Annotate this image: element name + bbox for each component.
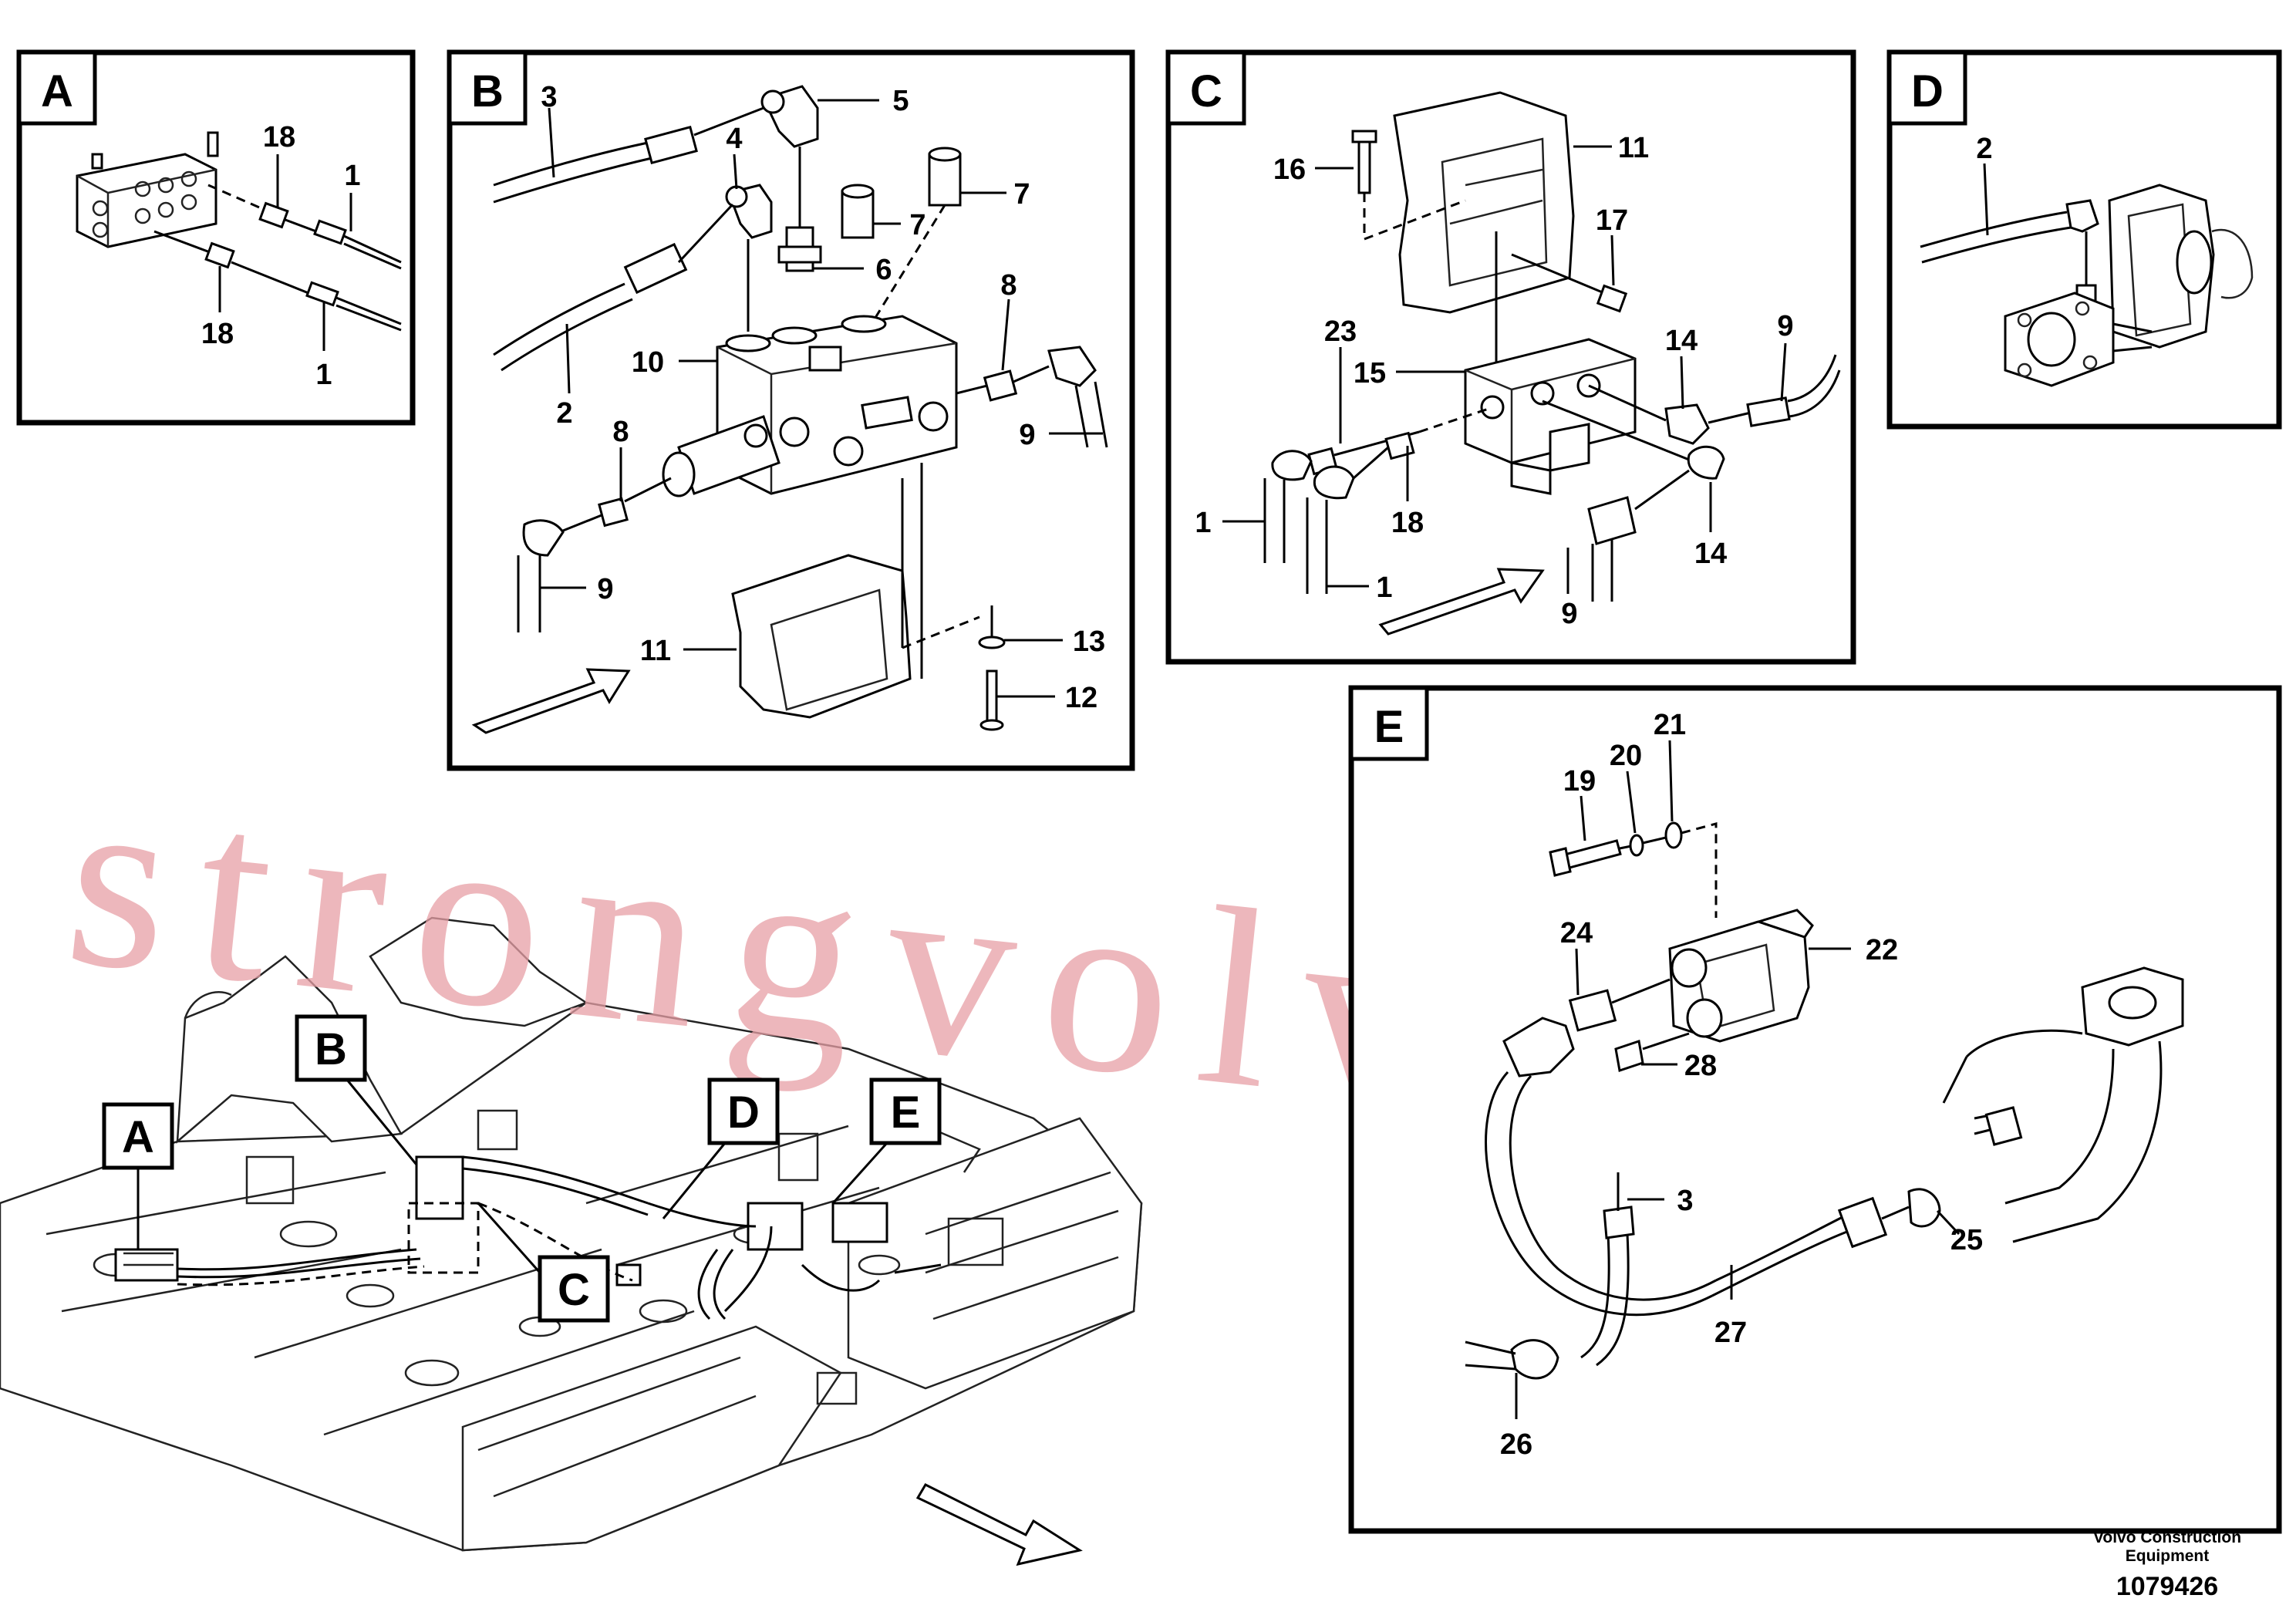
label-e-24: 24: [1560, 917, 1593, 949]
label-e-28: 28: [1684, 1050, 1717, 1082]
label-b-13: 13: [1073, 626, 1105, 658]
label-c-14-top: 14: [1665, 325, 1698, 357]
label-a-1-top: 1: [344, 160, 360, 192]
label-e-19: 19: [1563, 765, 1596, 798]
label-b-10: 10: [632, 346, 664, 379]
label-c-1-left: 1: [1195, 507, 1211, 539]
panel-c: C: [1165, 49, 1856, 665]
label-b-4: 4: [726, 123, 742, 155]
label-a-1-bottom: 1: [315, 359, 332, 391]
overview-tag-c[interactable]: C: [477, 1202, 610, 1323]
label-b-11: 11: [640, 635, 671, 667]
label-b-7-right: 7: [1013, 178, 1030, 211]
overview-tag-d[interactable]: D: [662, 1077, 780, 1219]
panel-e: E: [1348, 685, 2282, 1534]
label-d-2: 2: [1976, 133, 1992, 165]
label-c-15: 15: [1354, 357, 1386, 389]
label-c-18: 18: [1391, 507, 1424, 539]
panel-c-tag: C: [1190, 66, 1222, 116]
panel-d: D 2: [1886, 49, 2282, 430]
drawing-number: 1079426: [2116, 1572, 2218, 1601]
panel-a-tag: A: [41, 66, 73, 116]
overview-tag-b[interactable]: B: [295, 1014, 418, 1165]
panel-d-tag: D: [1911, 66, 1944, 116]
label-b-5: 5: [892, 85, 909, 117]
label-b-2: 2: [556, 397, 572, 430]
label-b-7-mid: 7: [909, 209, 925, 241]
label-c-14-bottom: 14: [1694, 538, 1727, 570]
label-e-27: 27: [1714, 1317, 1747, 1349]
label-b-12: 12: [1065, 682, 1097, 714]
label-b-9-left: 9: [597, 573, 613, 605]
panel-a: A 18 1 18 1: [16, 49, 416, 426]
svg-text:C: C: [558, 1265, 590, 1315]
svg-text:A: A: [122, 1112, 154, 1162]
label-e-22: 22: [1866, 934, 1898, 966]
label-b-8-right: 8: [1000, 269, 1017, 302]
label-e-26: 26: [1500, 1428, 1532, 1461]
footer-company-line1: Volvo Construction: [2093, 1529, 2241, 1546]
label-e-21: 21: [1654, 709, 1686, 741]
svg-text:B: B: [315, 1024, 347, 1074]
label-b-6: 6: [875, 254, 892, 286]
label-c-1-bottom: 1: [1376, 572, 1392, 604]
label-c-23: 23: [1324, 315, 1357, 348]
label-c-9-bottom: 9: [1561, 598, 1577, 630]
footer-company-line2: Equipment: [2126, 1547, 2210, 1565]
overview-tag-e[interactable]: E: [831, 1077, 942, 1205]
label-c-16: 16: [1273, 153, 1306, 186]
label-b-3: 3: [541, 81, 557, 113]
panel-b-tag: B: [471, 66, 504, 116]
label-c-11: 11: [1618, 132, 1649, 164]
label-b-9-right: 9: [1019, 419, 1035, 451]
label-a-18-bottom: 18: [201, 318, 234, 350]
label-c-17: 17: [1596, 204, 1628, 237]
label-a-18-top: 18: [263, 121, 295, 153]
label-e-25: 25: [1950, 1224, 1983, 1256]
overview-tag-a[interactable]: A: [102, 1102, 174, 1249]
svg-text:E: E: [891, 1088, 921, 1138]
label-c-9-top: 9: [1777, 310, 1793, 342]
svg-text:D: D: [727, 1088, 760, 1138]
footer-block: Volvo Construction Equipment 1079426: [2093, 1529, 2241, 1601]
label-e-20: 20: [1610, 740, 1642, 772]
panel-e-tag: E: [1374, 702, 1404, 752]
label-e-3: 3: [1677, 1185, 1693, 1217]
label-b-8-left: 8: [612, 416, 629, 448]
panel-b: B: [447, 49, 1135, 771]
